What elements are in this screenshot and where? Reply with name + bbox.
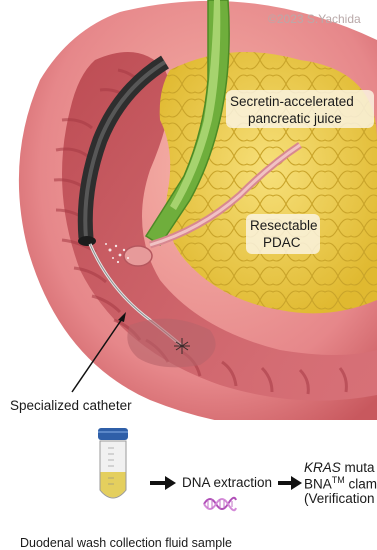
bna-prefix: BNA (304, 477, 332, 492)
tube-caption: Duodenal wash collection fluid sample (20, 536, 232, 550)
kras-gene: KRAS (304, 460, 341, 475)
pdac-label-line2: PDAC (263, 235, 301, 250)
arrow-right-icon (150, 476, 176, 490)
secretin-label-line1: Secretin-accelerated (230, 94, 354, 109)
catheter-label: Specialized catheter (10, 398, 132, 413)
pdac-label-line1: Resectable (250, 218, 318, 233)
bna-line: BNATM clam (304, 475, 377, 492)
anatomy-illustration (0, 0, 377, 420)
kras-rest: muta (341, 460, 375, 475)
arrow-right-icon-2 (278, 476, 302, 490)
dna-extraction-label: DNA extraction (182, 475, 272, 490)
bna-trademark: TM (332, 475, 345, 485)
verification-line: (Verification (304, 491, 375, 506)
secretin-label-line2: pancreatic juice (248, 111, 342, 126)
papilla (124, 246, 152, 266)
copyright-notice: ©2023 S.Yachida (268, 12, 361, 26)
dna-helix-icon (202, 494, 238, 514)
sample-tube (94, 428, 134, 506)
bna-rest: clam (345, 477, 377, 492)
kras-line: KRAS muta (304, 460, 375, 475)
